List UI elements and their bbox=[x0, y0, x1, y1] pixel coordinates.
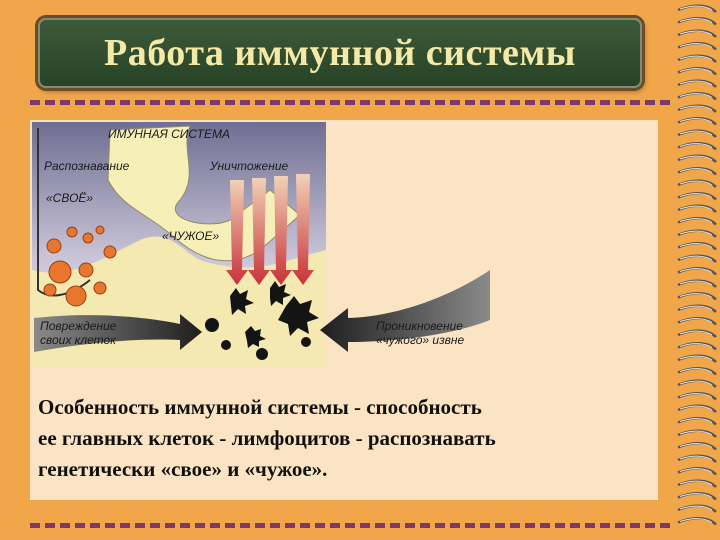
spiral-ring-highlight bbox=[679, 218, 713, 223]
diagram-header: ИМУННАЯ СИСТЕМА bbox=[108, 127, 230, 141]
spiral-ring-highlight bbox=[679, 68, 713, 73]
spiral-ring-highlight bbox=[679, 380, 713, 386]
spiral-ring-highlight bbox=[679, 368, 713, 373]
body-line-2: ее главных клеток - лимфоцитов - распозн… bbox=[38, 426, 496, 450]
spiral-binding bbox=[677, 4, 717, 526]
title-box: Работа иммунной системы bbox=[38, 18, 642, 88]
spiral-ring-highlight bbox=[679, 143, 713, 148]
spiral-ring-highlight bbox=[679, 180, 713, 186]
destruction-label: Уничтожение bbox=[209, 159, 289, 173]
spiral-ring-highlight bbox=[679, 118, 713, 123]
spiral-ring-highlight bbox=[679, 5, 713, 11]
spiral-ring-highlight bbox=[679, 393, 713, 398]
spiral-ring-highlight bbox=[679, 405, 713, 411]
bottom-dashed-divider bbox=[30, 523, 670, 528]
spiral-ring-highlight bbox=[679, 343, 713, 348]
spiral-ring-highlight bbox=[679, 268, 713, 273]
spiral-ring-highlight bbox=[679, 55, 713, 61]
spiral-ring-highlight bbox=[679, 243, 713, 248]
spiral-ring-highlight bbox=[679, 168, 713, 173]
invasion-label-2: «чужого» извне bbox=[376, 333, 465, 347]
spiral-ring-highlight bbox=[679, 280, 713, 286]
damage-label-1: Повреждение bbox=[40, 319, 117, 333]
spiral-ring-highlight bbox=[679, 43, 713, 48]
spiral-ring-highlight bbox=[679, 80, 713, 86]
spiral-ring-highlight bbox=[679, 493, 713, 498]
spiral-ring-highlight bbox=[679, 468, 713, 473]
spiral-ring-highlight bbox=[679, 255, 713, 261]
spiral-ring-highlight bbox=[679, 30, 713, 36]
spiral-ring-highlight bbox=[679, 480, 713, 486]
self-label: «СВОЁ» bbox=[46, 191, 93, 205]
immune-system-diagram: ИМУННАЯ СИСТЕМА Распознавание «СВОЁ» Уни… bbox=[32, 122, 490, 368]
invasion-label-1: Проникновение bbox=[376, 319, 463, 333]
frame-line bbox=[37, 128, 91, 297]
spiral-ring-highlight bbox=[679, 130, 713, 136]
damage-label-2: своих клеток bbox=[40, 333, 117, 347]
spiral-ring-highlight bbox=[679, 518, 713, 523]
damage-arrow bbox=[34, 314, 202, 352]
spiral-ring-highlight bbox=[679, 430, 713, 436]
slide-title: Работа иммунной системы bbox=[104, 32, 576, 74]
spiral-ring-highlight bbox=[679, 155, 713, 161]
recognition-label: Распознавание bbox=[44, 159, 130, 173]
spiral-ring-highlight bbox=[679, 105, 713, 111]
spiral-ring-highlight bbox=[679, 205, 713, 211]
foreign-cells bbox=[205, 281, 319, 360]
spiral-ring-highlight bbox=[679, 443, 713, 448]
body-line-3: генетически «свое» и «чужое». bbox=[38, 457, 328, 481]
spiral-ring-highlight bbox=[679, 418, 713, 423]
spiral-ring-highlight bbox=[679, 355, 713, 361]
spiral-ring-highlight bbox=[679, 318, 713, 323]
spiral-ring-highlight bbox=[679, 18, 713, 23]
destruction-arrows bbox=[226, 174, 314, 285]
own-cells bbox=[43, 225, 117, 307]
spiral-ring-highlight bbox=[679, 505, 713, 511]
foreign-label: «ЧУЖОЕ» bbox=[162, 229, 220, 243]
body-line-1: Особенность иммунной системы - способнос… bbox=[38, 395, 482, 419]
top-dashed-divider bbox=[30, 100, 670, 105]
spiral-ring-highlight bbox=[679, 293, 713, 298]
spiral-ring-highlight bbox=[679, 230, 713, 236]
spiral-ring-highlight bbox=[679, 305, 713, 311]
invasion-arrow bbox=[320, 270, 490, 352]
spiral-ring-highlight bbox=[679, 93, 713, 98]
spiral-ring-highlight bbox=[679, 330, 713, 336]
body-text: Особенность иммунной системы - способнос… bbox=[38, 392, 658, 485]
spiral-ring-highlight bbox=[679, 455, 713, 461]
spiral-ring-highlight bbox=[679, 193, 713, 198]
